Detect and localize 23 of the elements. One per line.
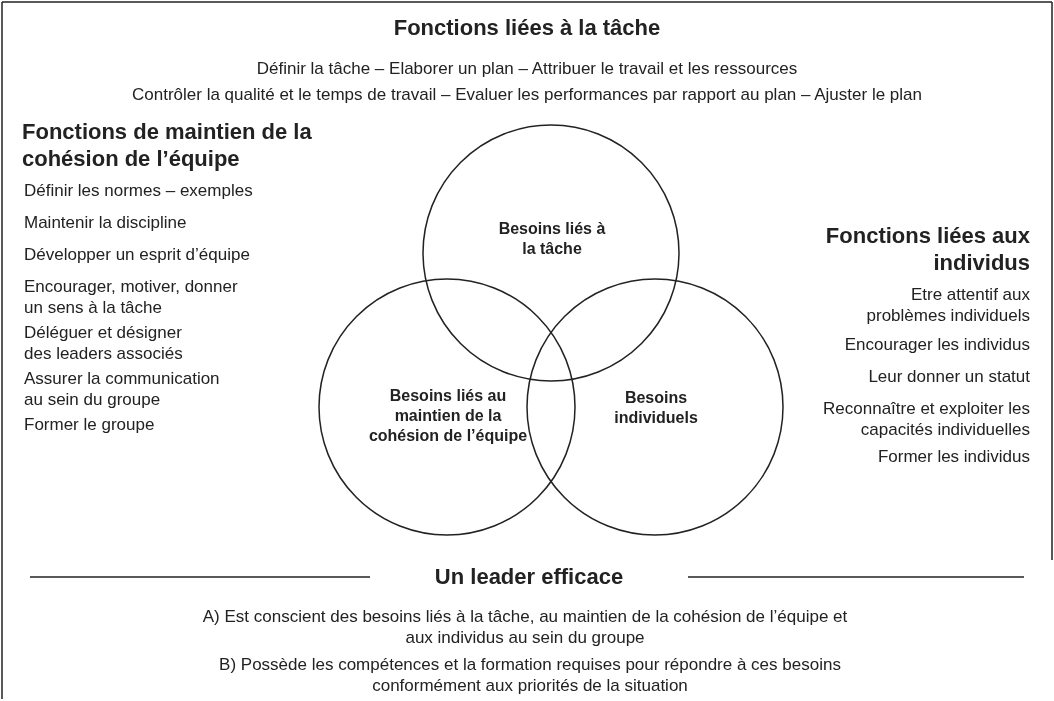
body-text: Maintenir la discipline bbox=[24, 212, 188, 233]
body-text: Définir les normes – exemples bbox=[24, 180, 254, 201]
section-heading: Fonctions liées aux individus bbox=[824, 222, 1030, 276]
body-text: Contrôler la qualité et le temps de travail – Evaluer les performances par rapport au plan – Ajuster le plan bbox=[131, 84, 923, 105]
body-text: Etre attentif aux problèmes individuels bbox=[865, 284, 1030, 326]
body-text: B) Possède les compétences et la formation requises pour répondre à ces besoins conformément aux priorités de la situation bbox=[218, 654, 842, 696]
body-text: Définir la tâche – Elaborer un plan – Attribuer le travail et les ressources bbox=[255, 58, 799, 79]
body-text: Déléguer et désigner des leaders associés bbox=[24, 322, 184, 364]
circle-label: Besoins liés au maintien de la cohésion de l’équipe bbox=[367, 386, 529, 446]
body-text: Encourager les individus bbox=[843, 334, 1030, 355]
body-text: A) Est conscient des besoins liés à la tâche, au maintien de la cohésion de l’équipe et aux individus au sein du groupe bbox=[201, 606, 849, 648]
body-text: Former les individus bbox=[876, 446, 1030, 467]
body-text: Reconnaître et exploiter les capacités individuelles bbox=[822, 398, 1030, 440]
body-text: Former le groupe bbox=[24, 414, 156, 435]
section-heading: Fonctions de maintien de la cohésion de l’équipe bbox=[22, 118, 312, 172]
circle-label: Besoins individuels bbox=[613, 388, 699, 428]
body-text: Encourager, motiver, donner un sens à la tâche bbox=[24, 276, 239, 318]
body-text: Leur donner un statut bbox=[867, 366, 1030, 387]
section-heading: Fonctions liées à la tâche bbox=[392, 14, 662, 41]
body-text: Développer un esprit d’équipe bbox=[24, 244, 251, 265]
body-text: Assurer la communication au sein du groupe bbox=[24, 368, 221, 410]
circle-label: Besoins liés à la tâche bbox=[497, 219, 607, 259]
section-heading: Un leader efficace bbox=[433, 563, 625, 590]
